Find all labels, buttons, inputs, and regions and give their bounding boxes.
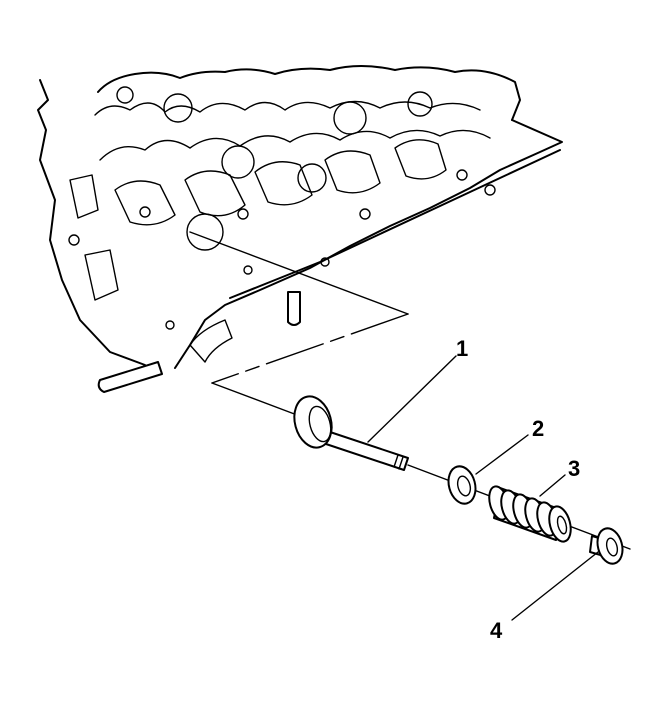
part-spring-retainer	[589, 527, 624, 565]
casting-bolt-hole-9	[68, 234, 80, 246]
callout-4: 4	[490, 618, 503, 643]
callout-3: 3	[568, 456, 580, 481]
casting-bolt-hole-4	[456, 169, 468, 181]
callout-labels: 1 2 3 4	[456, 336, 580, 643]
casting-web-5	[394, 139, 447, 180]
spring-end-opening	[556, 515, 568, 535]
callout-leaders	[367, 355, 599, 621]
casting-bore-6	[407, 91, 433, 117]
casting-bore-2	[163, 93, 193, 123]
valve-stem-groove-1	[393, 454, 399, 468]
casting-bore-1	[116, 86, 134, 104]
cylinder-head-lower-edge	[229, 149, 561, 299]
part-valve-spring	[488, 485, 572, 543]
cylinder-head-top-contour	[97, 65, 521, 121]
leader-left-to-valve	[211, 382, 306, 419]
seal-washer-inner	[456, 475, 472, 497]
casting-port-row-1	[94, 100, 481, 116]
callout-1: 1	[456, 336, 468, 361]
casting-lower-lip	[189, 319, 233, 363]
callout-leader-3	[539, 474, 566, 497]
callout-leader-4	[511, 551, 599, 621]
casting-bolt-hole-6	[165, 320, 175, 330]
casting-bore-4	[297, 163, 327, 193]
cylinder-head-right-edge	[174, 119, 563, 369]
part-seal-washer	[447, 465, 477, 505]
casting-web-4	[324, 150, 381, 194]
valve-head-face	[308, 405, 332, 443]
callout-leader-2	[475, 434, 529, 475]
retainer-bore	[605, 537, 619, 557]
casting-bolt-hole-1	[139, 206, 151, 218]
part-valve	[293, 395, 409, 471]
casting-bore-5	[333, 101, 367, 135]
cylinder-head-left-contour	[37, 79, 146, 366]
callout-2: 2	[532, 416, 544, 441]
casting-web-3	[254, 161, 313, 206]
valve-stem-groove-2	[398, 456, 404, 470]
casting-port-row-2	[99, 129, 491, 161]
casting-bolt-hole-2	[237, 208, 249, 220]
casting-bore-7	[186, 213, 224, 251]
casting-left-flange	[69, 174, 119, 301]
casting-bolt-hole-7	[243, 265, 253, 275]
valve-bore-leader	[189, 231, 409, 419]
leader-bore-to-apex	[189, 231, 409, 315]
casting-stud-bottom	[287, 291, 301, 326]
casting-stud-left	[97, 361, 163, 393]
leader-apex-to-left	[211, 313, 409, 384]
callout-leader-1	[367, 355, 457, 443]
casting-web-1	[114, 180, 176, 226]
casting-bolt-hole-5	[484, 184, 496, 196]
cylinder-head	[37, 65, 563, 393]
casting-bore-3	[221, 145, 255, 179]
casting-bolt-hole-8	[320, 257, 330, 267]
casting-bolt-hole-3	[359, 208, 371, 220]
retainer-rim	[596, 527, 624, 565]
seal-washer-outer	[447, 465, 477, 505]
